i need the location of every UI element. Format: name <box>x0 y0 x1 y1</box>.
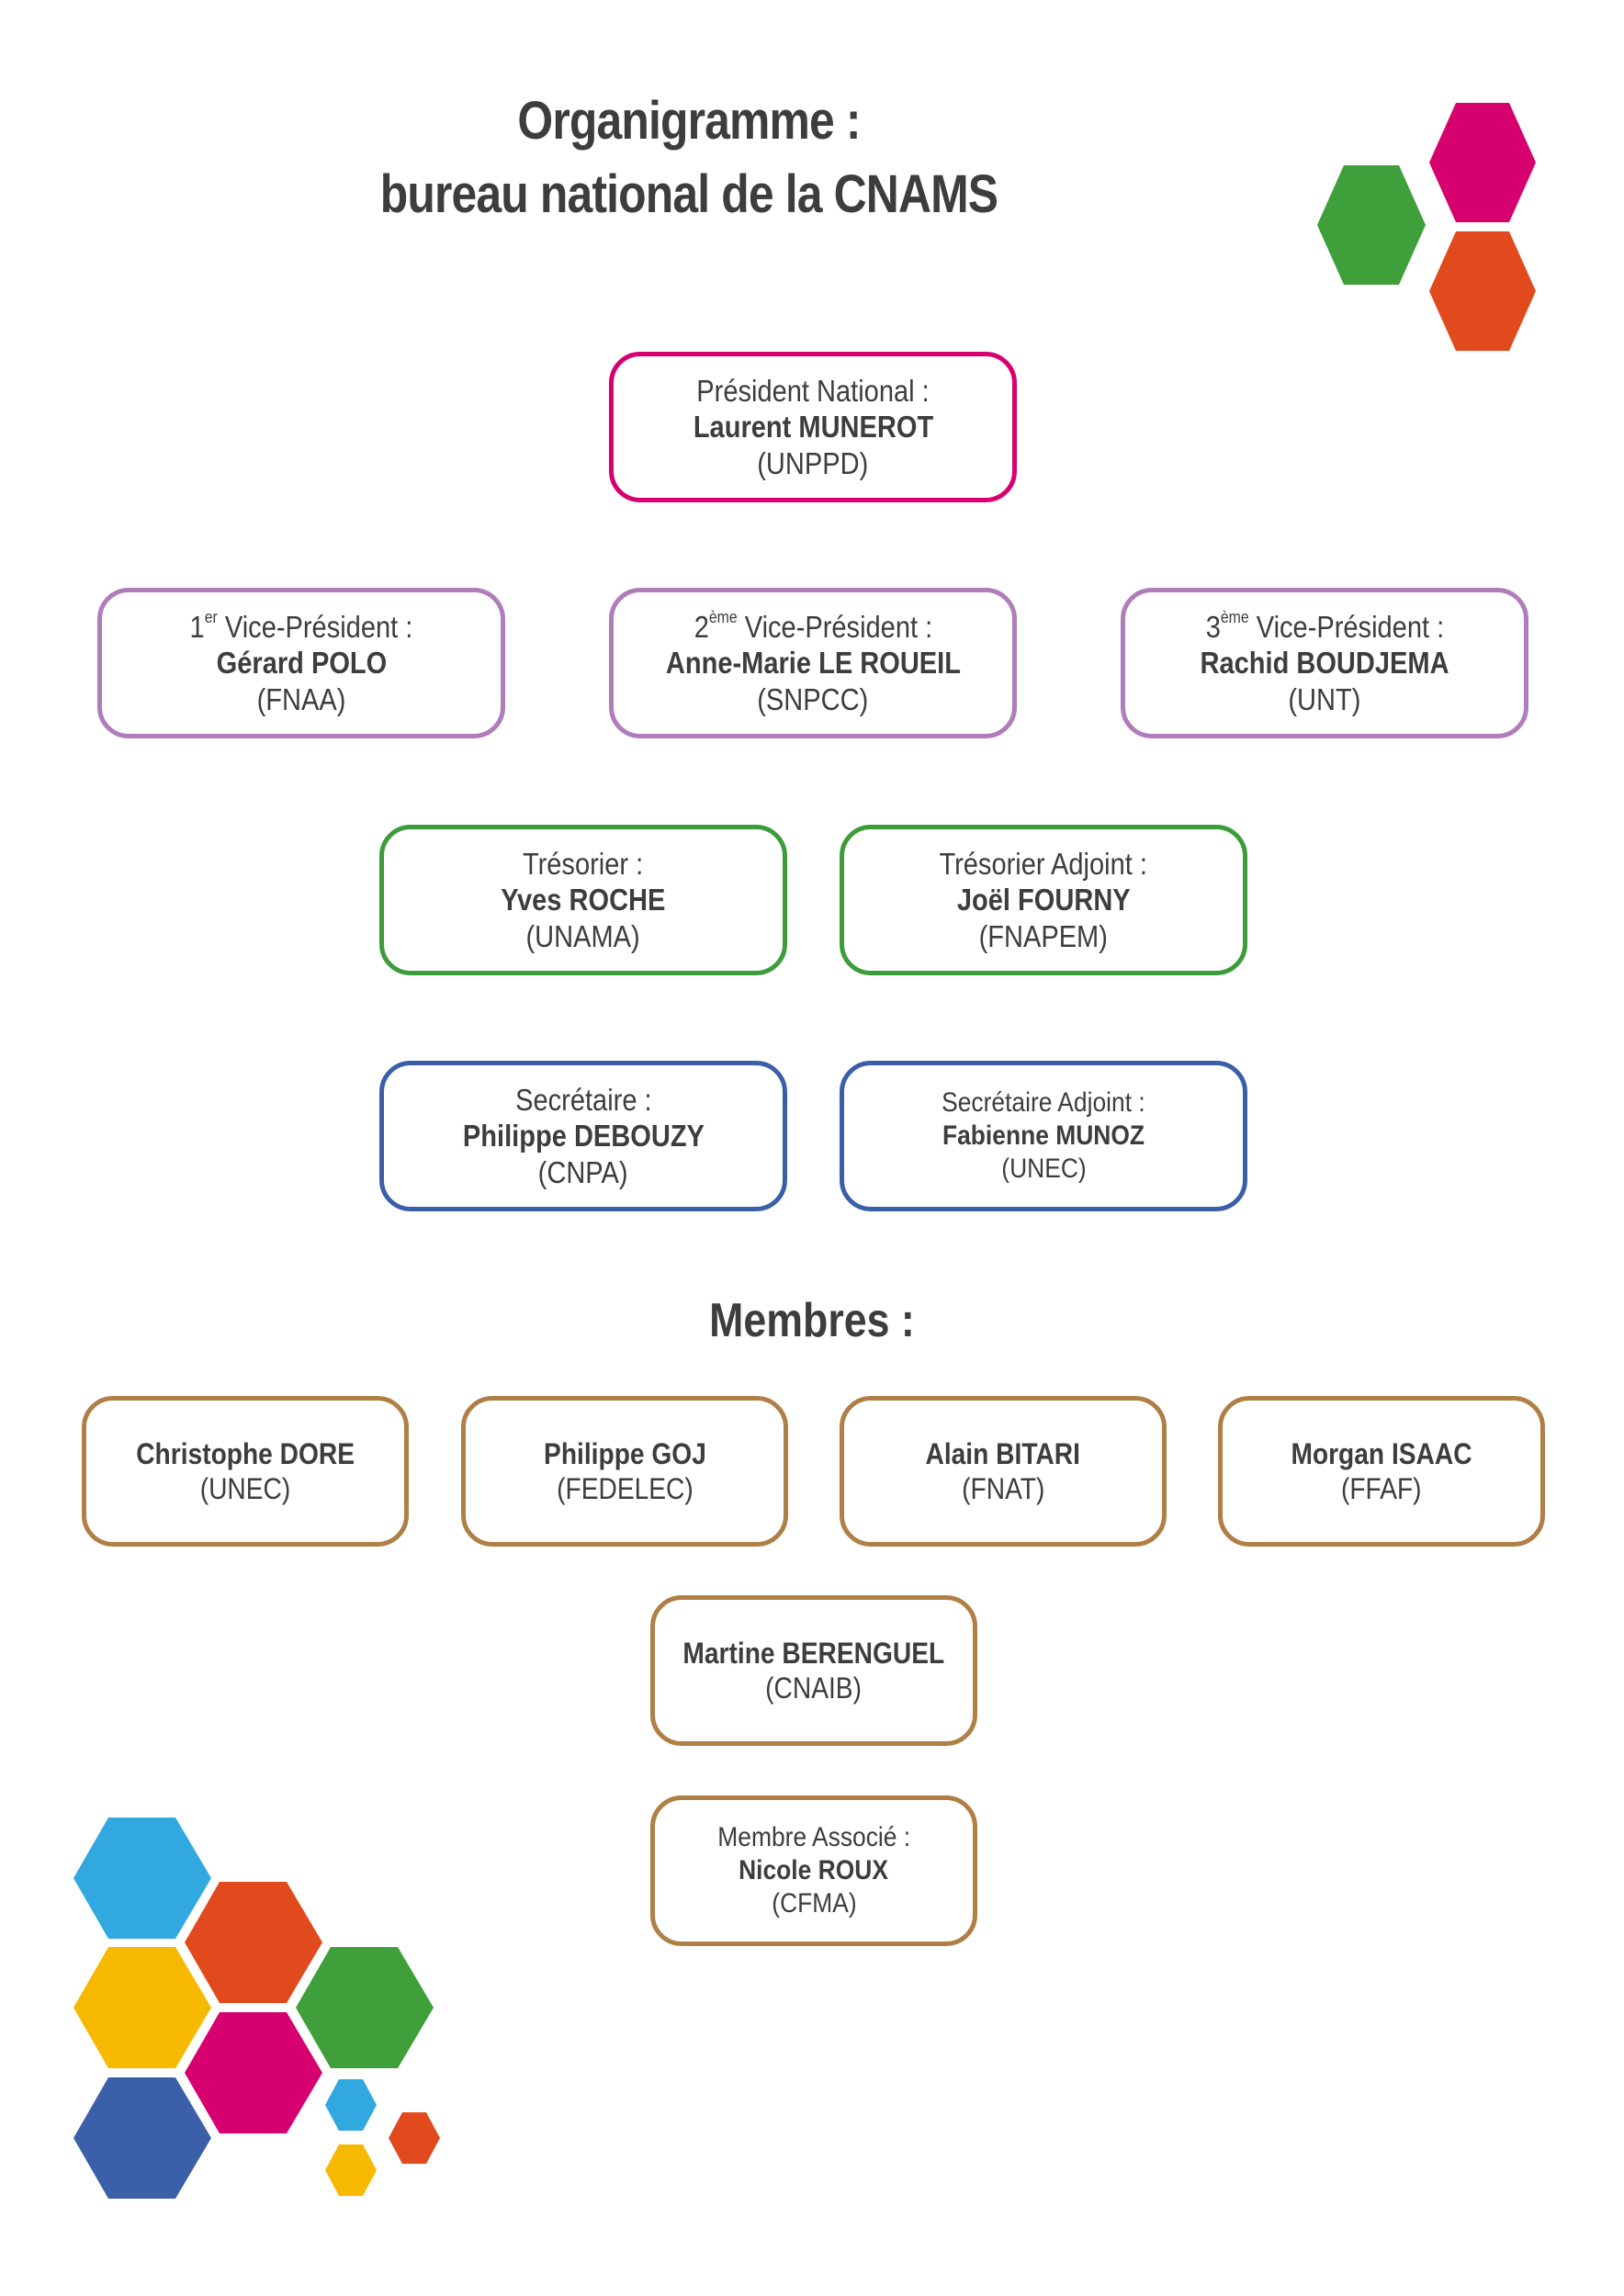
president-role: Président National : <box>696 373 930 408</box>
treasurer-role: Trésorier : <box>523 846 644 881</box>
secretary-box: Secrétaire : Philippe DEBOUZY (CNPA) <box>379 1061 787 1211</box>
member-box-2: Philippe GOJ (FEDELEC) <box>461 1396 788 1547</box>
member-3-org: (FNAT) <box>961 1472 1045 1505</box>
deputy-secretary-org: (UNEC) <box>1000 1154 1087 1184</box>
deputy-treasurer-name: Joël FOURNY <box>956 883 1131 917</box>
hexagon-green <box>1317 165 1426 285</box>
secretary-role: Secrétaire : <box>514 1082 652 1117</box>
hexagon-orange-large <box>185 1882 322 2003</box>
member-box-3: Alain BITARI (FNAT) <box>840 1396 1167 1547</box>
treasurer-org: (UNAMA) <box>525 918 641 953</box>
hexagon-cluster-bottom-left <box>73 1818 440 2199</box>
member-5-org: (CNAIB) <box>765 1671 863 1705</box>
hexagon-green-large <box>296 1947 434 2068</box>
president-org: (UNPPD) <box>757 445 869 480</box>
member-3-name: Alain BITARI <box>925 1436 1081 1470</box>
member-box-5: Martine BERENGUEL (CNAIB) <box>650 1595 977 1746</box>
treasurer-name: Yves ROCHE <box>501 883 666 917</box>
vice-president-3-role: 3ème Vice-Président : <box>1205 607 1444 644</box>
title-line-2: bureau national de la CNAMS <box>379 164 998 224</box>
treasurer-box: Trésorier : Yves ROCHE (UNAMA) <box>379 825 787 975</box>
deputy-treasurer-box: Trésorier Adjoint : Joël FOURNY (FNAPEM) <box>840 825 1247 975</box>
hexagon-navy-large <box>73 2077 211 2199</box>
president-box: Président National : Laurent MUNEROT (UN… <box>609 352 1017 502</box>
members-heading: Membres : <box>709 1294 915 1347</box>
associate-member-org: (CFMA) <box>771 1888 857 1919</box>
vice-president-1-name: Gérard POLO <box>216 646 387 681</box>
member-4-org: (FFAF) <box>1341 1472 1422 1505</box>
secretary-name: Philippe DEBOUZY <box>462 1119 705 1154</box>
vice-president-3-box: 3ème Vice-Président : Rachid BOUDJEMA (U… <box>1121 588 1528 738</box>
hexagon-logo-top-right <box>1317 103 1536 351</box>
hexagon-orange <box>1429 231 1536 351</box>
deputy-secretary-name: Fabienne MUNOZ <box>942 1120 1145 1151</box>
member-4-name: Morgan ISAAC <box>1291 1436 1472 1470</box>
vice-president-3-org: (UNT) <box>1288 681 1361 716</box>
deputy-secretary-role: Secrétaire Adjoint : <box>942 1087 1145 1118</box>
vice-president-1-box: 1er Vice-Président : Gérard POLO (FNAA) <box>97 588 505 738</box>
member-box-1: Christophe DORE (UNEC) <box>82 1396 409 1547</box>
vice-president-2-org: (SNPCC) <box>757 681 869 716</box>
hexagon-pink <box>1429 103 1536 222</box>
hexagon-orange-small <box>389 2112 440 2164</box>
president-name: Laurent MUNEROT <box>693 410 933 445</box>
hexagon-pink-large <box>185 2012 322 2133</box>
deputy-treasurer-org: (FNAPEM) <box>978 918 1109 953</box>
associate-member-name: Nicole ROUX <box>739 1855 889 1885</box>
vice-president-2-role: 2ème Vice-Président : <box>694 607 932 644</box>
hexagon-yellow-small <box>325 2144 377 2196</box>
deputy-secretary-box: Secrétaire Adjoint : Fabienne MUNOZ (UNE… <box>840 1061 1247 1211</box>
member-1-org: (UNEC) <box>199 1472 291 1505</box>
associate-member-box: Membre Associé : Nicole ROUX (CFMA) <box>650 1795 977 1946</box>
hexagon-cyan-small <box>325 2079 377 2131</box>
hexagon-yellow-large <box>73 1947 211 2068</box>
member-5-name: Martine BERENGUEL <box>682 1636 945 1670</box>
hexagon-cyan-large <box>73 1818 211 1939</box>
vice-president-1-org: (FNAA) <box>256 681 346 716</box>
vice-president-1-role: 1er Vice-Président : <box>189 607 413 644</box>
page-title: Organigramme : bureau national de la CNA… <box>294 84 1084 231</box>
associate-member-role: Membre Associé : <box>717 1822 910 1852</box>
title-line-1: Organigramme : <box>517 91 861 151</box>
vice-president-3-name: Rachid BOUDJEMA <box>1200 646 1449 681</box>
vice-president-2-box: 2ème Vice-Président : Anne-Marie LE ROUE… <box>609 588 1017 738</box>
deputy-treasurer-role: Trésorier Adjoint : <box>939 846 1148 881</box>
member-2-name: Philippe GOJ <box>543 1436 706 1470</box>
member-1-name: Christophe DORE <box>136 1436 355 1470</box>
vice-president-2-name: Anne-Marie LE ROUEIL <box>665 646 961 681</box>
member-2-org: (FEDELEC) <box>556 1472 694 1505</box>
member-box-4: Morgan ISAAC (FFAF) <box>1218 1396 1545 1547</box>
secretary-org: (CNPA) <box>538 1154 628 1189</box>
